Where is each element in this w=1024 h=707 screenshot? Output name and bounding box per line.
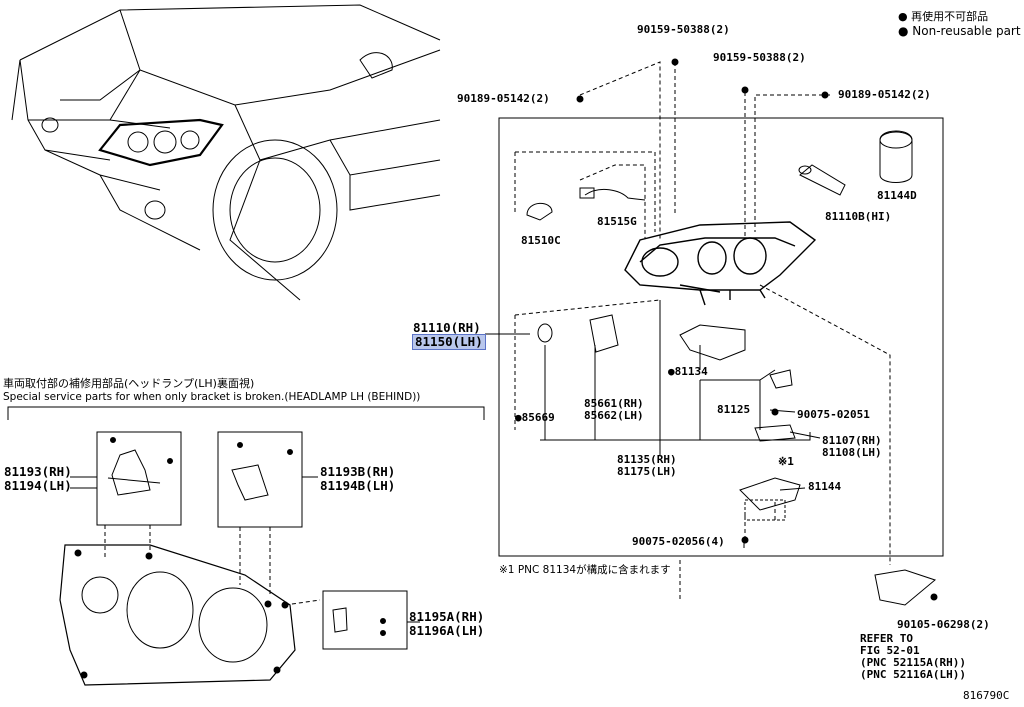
part-label-81135[interactable]: 81135(RH) (617, 453, 677, 466)
part-label-90075-b[interactable]: 90075-02056(4) (632, 535, 725, 548)
legend-en: ● Non-reusable part (898, 24, 1021, 38)
part-label-81110[interactable]: 81110(RH) (413, 320, 481, 335)
part-label-81515G[interactable]: 81515G (597, 215, 637, 228)
part-label-85661-85662: 85661(RH) 85662(LH) (584, 398, 644, 422)
refer-to-block: REFER TO FIG 52-01 (PNC 52115A(RH)) (PNC… (860, 633, 966, 681)
part-label-85661[interactable]: 85661(RH) (584, 397, 644, 410)
refer-line-4[interactable]: (PNC 52116A(LH)) (860, 668, 966, 681)
part-label-85662[interactable]: 85662(LH) (584, 409, 644, 422)
refer-line-2[interactable]: FIG 52-01 (860, 644, 920, 657)
part-label-81193B-81194B: 81193B(RH) 81194B(LH) (320, 465, 395, 493)
headlamp-housing (624, 221, 817, 306)
part-label-90105[interactable]: 90105-06298(2) (897, 618, 990, 631)
bracket-title-en: Special service parts for when only brac… (3, 391, 421, 403)
part-label-81193-81194: 81193(RH) 81194(LH) (4, 465, 72, 493)
refer-line-3[interactable]: (PNC 52115A(RH)) (860, 656, 966, 669)
part-label-81110B[interactable]: 81110B(HI) (825, 210, 892, 223)
part-label-81196A[interactable]: 81196A(LH) (409, 623, 485, 638)
leader-lines (104, 61, 891, 606)
footnote: ※1 PNC 81134が構成に含まれます (499, 564, 671, 576)
part-label-81510C[interactable]: 81510C (521, 234, 561, 247)
part-label-81125[interactable]: 81125 (717, 403, 751, 416)
part-label-81194[interactable]: 81194(LH) (4, 478, 72, 493)
part-label-81107-81108: 81107(RH) 81108(LH) (822, 435, 882, 459)
part-label-mark-1: ※1 (778, 455, 794, 468)
figure-code: 816790C (963, 689, 1010, 702)
part-label-85669[interactable]: ●85669 (515, 411, 555, 424)
part-label-81193[interactable]: 81193(RH) (4, 464, 72, 479)
vehicle-front-illustration (11, 4, 441, 301)
part-label-81144[interactable]: 81144 (808, 480, 842, 493)
part-label-81150-highlighted[interactable]: 81150(LH) (412, 334, 486, 350)
solid-leaders (485, 300, 821, 548)
part-label-90189-b[interactable]: 90189-05142(2) (838, 88, 931, 101)
legend-ja: ● 再使用不可部品 (898, 10, 989, 23)
part-label-81135-81175: 81135(RH) 81175(LH) (617, 454, 677, 478)
part-label-90075-a[interactable]: 90075-02051 (797, 408, 870, 421)
part-label-headlamp-assy: 81110(RH) 81150(LH) (412, 320, 486, 350)
headlamp-assembly-box (498, 117, 944, 557)
part-label-81134[interactable]: ●81134 (668, 365, 708, 378)
part-label-90189-a[interactable]: 90189-05142(2) (457, 92, 550, 105)
part-label-81144D[interactable]: 81144D (877, 189, 917, 202)
part-label-81194B[interactable]: 81194B(LH) (320, 478, 396, 493)
part-label-81195A[interactable]: 81195A(RH) (409, 609, 485, 624)
part-label-81108[interactable]: 81108(LH) (822, 446, 882, 459)
part-label-81107[interactable]: 81107(RH) (822, 434, 882, 447)
bracket-title-ja: 車両取付部の補修用部品(ヘッドランプ(LH)裏面視) (3, 377, 255, 390)
bracket-section (7, 406, 485, 686)
part-label-81193B[interactable]: 81193B(RH) (320, 464, 396, 479)
small-parts (526, 58, 938, 606)
part-label-90159-b[interactable]: 90159-50388(2) (713, 51, 806, 64)
part-label-81195A-81196A: 81195A(RH) 81196A(LH) (409, 610, 484, 638)
part-label-90159-a[interactable]: 90159-50388(2) (637, 23, 730, 36)
part-label-81175[interactable]: 81175(LH) (617, 465, 677, 478)
refer-line-1: REFER TO (860, 632, 913, 645)
